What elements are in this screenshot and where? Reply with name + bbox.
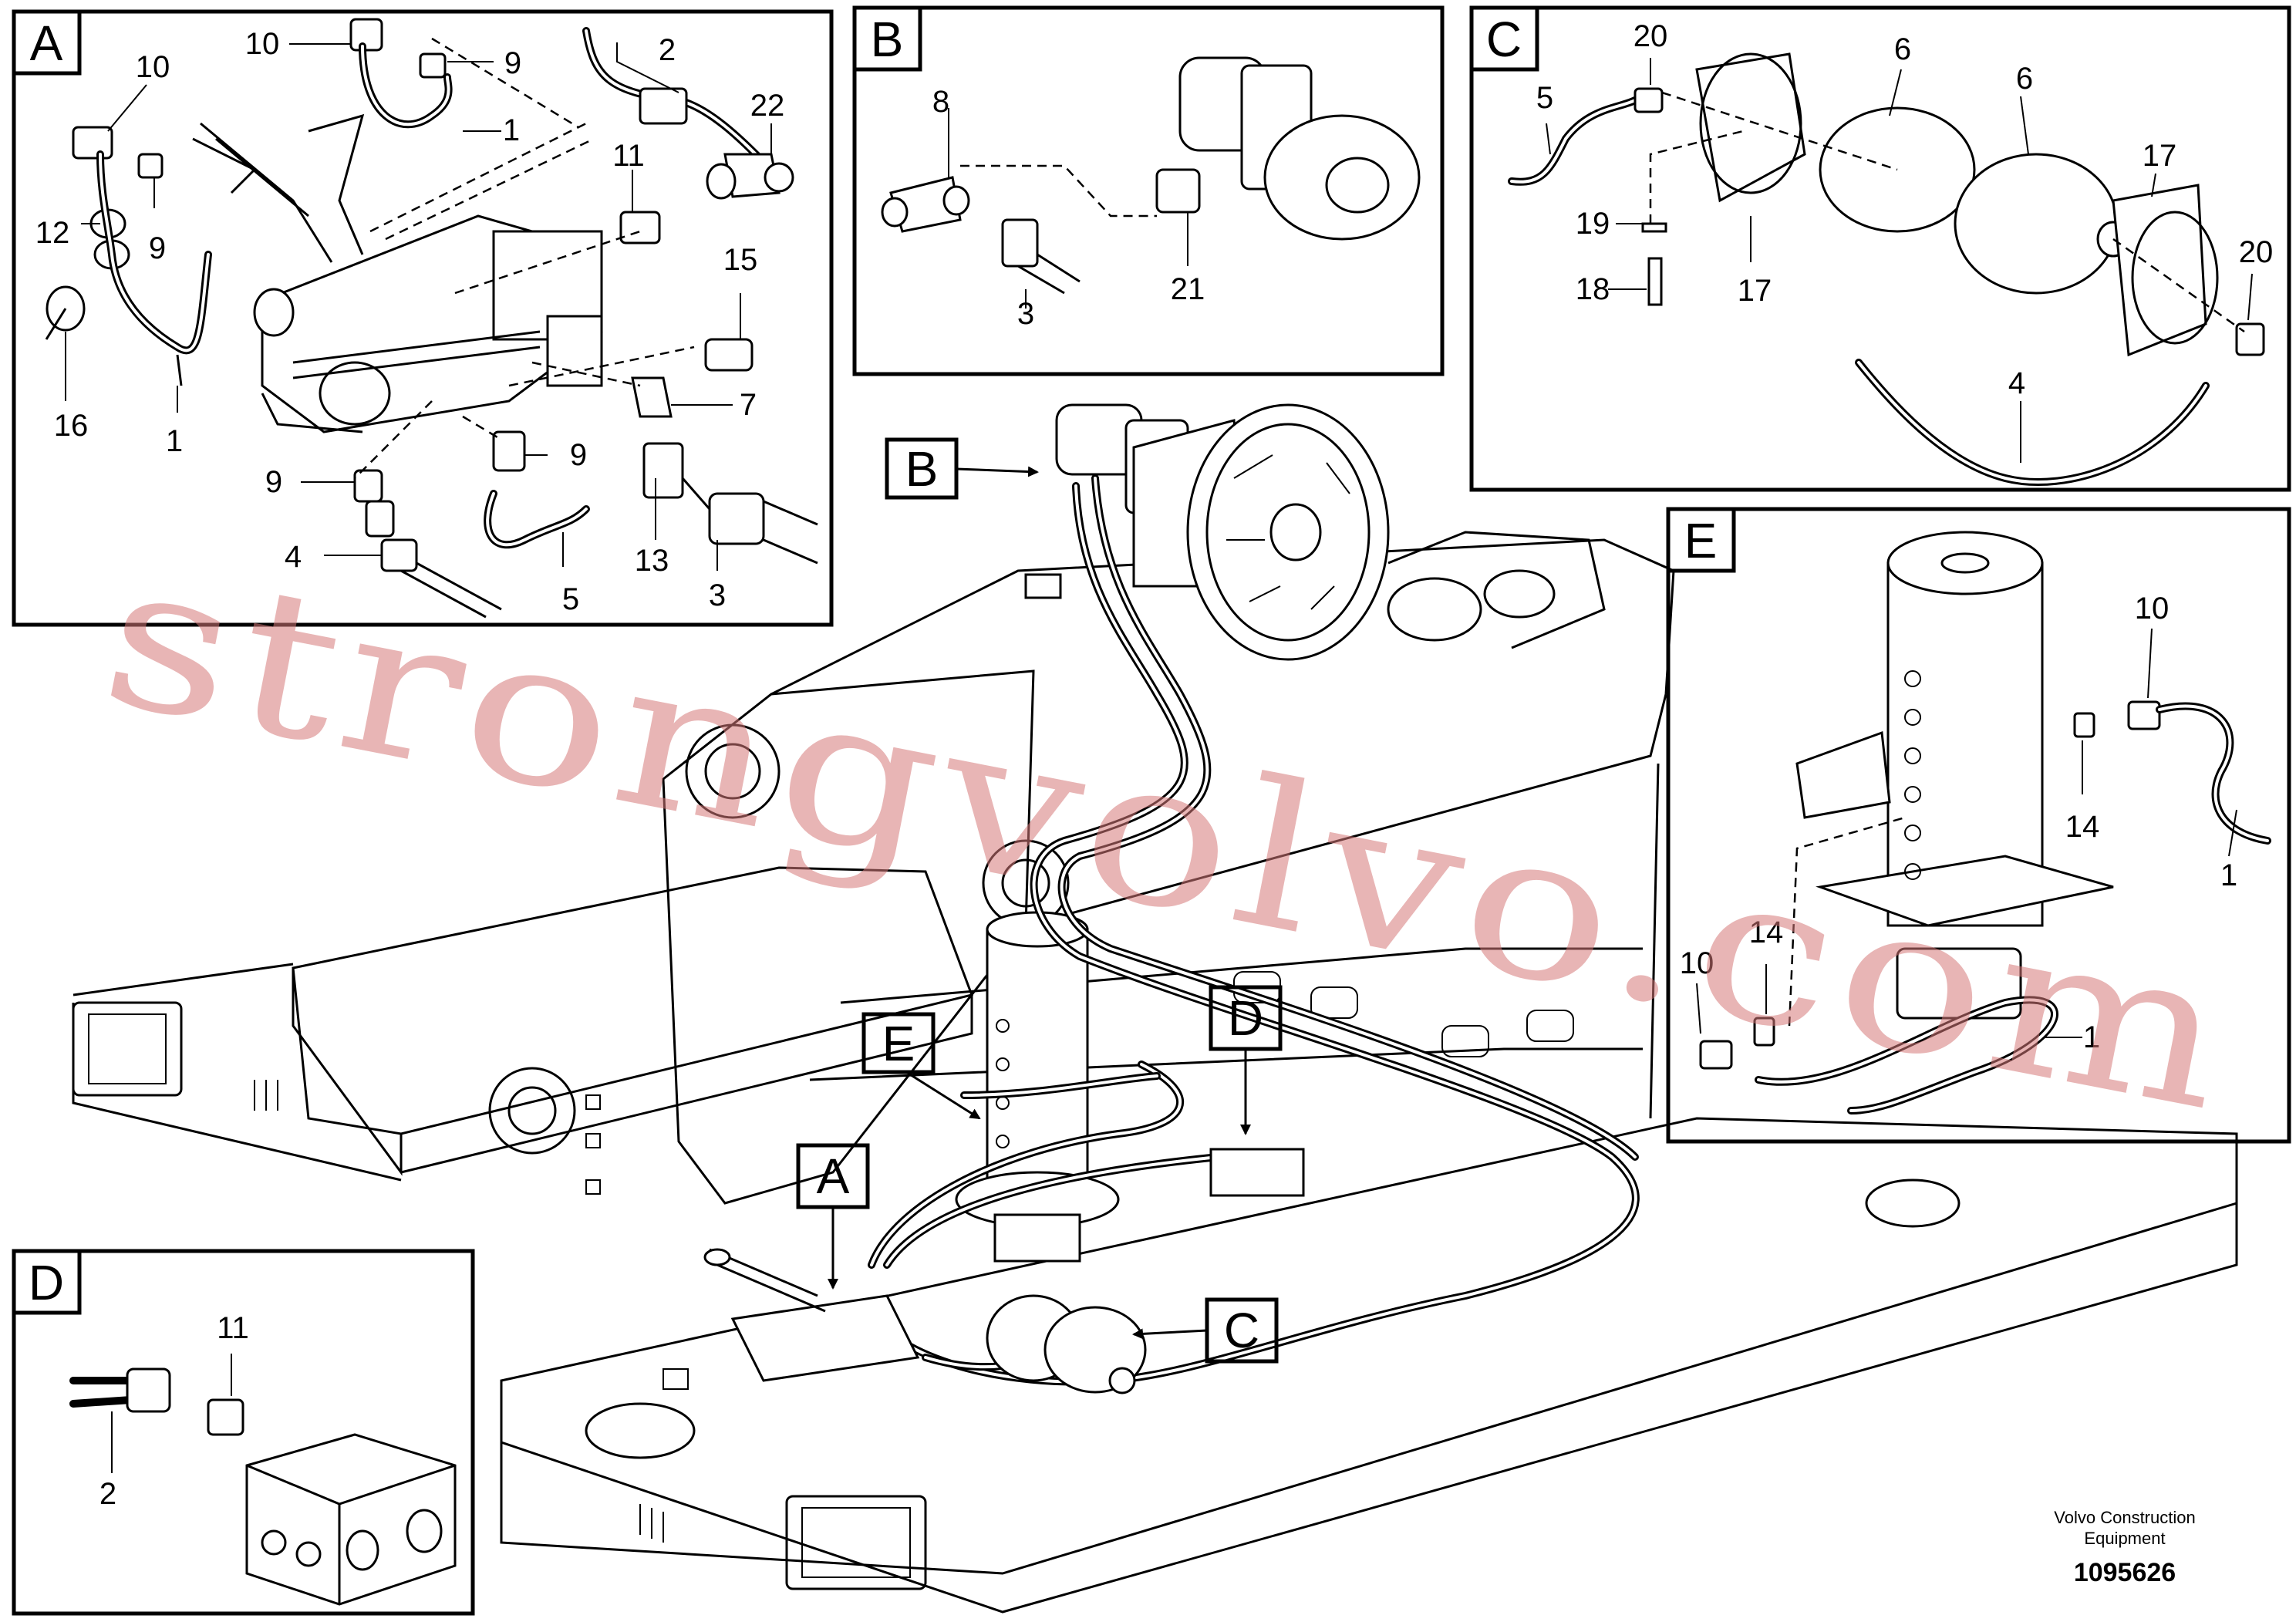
part-label: 5 — [562, 582, 579, 616]
main-callout-E: E — [861, 1012, 981, 1120]
part-label: 14 — [2065, 810, 2100, 844]
main-swivel-joint — [955, 911, 1120, 1263]
undercarriage-frame — [72, 531, 2238, 1614]
part-label: 2 — [99, 1477, 116, 1511]
main-valve-block — [1209, 1148, 1305, 1197]
callout-letter: C — [1224, 1303, 1259, 1358]
part-label: 15 — [723, 243, 758, 277]
callout-letter: B — [905, 441, 939, 497]
part-label: 2 — [659, 33, 676, 67]
part-label: 13 — [635, 544, 669, 578]
part-label: 1 — [503, 113, 520, 147]
detail-panel-a: A — [12, 9, 834, 627]
main-callout-A: A — [796, 1143, 870, 1290]
part-label: 9 — [570, 438, 587, 472]
panel-d-letter: D — [29, 1255, 64, 1310]
callout-letter: E — [882, 1016, 915, 1071]
part-label: 1 — [166, 424, 183, 458]
main-callout-C: C — [1132, 1297, 1279, 1364]
main-callout-D: D — [1209, 985, 1283, 1135]
part-label: 4 — [285, 540, 302, 574]
part-label: 3 — [709, 578, 726, 612]
part-label: 1 — [2220, 858, 2237, 892]
callout-letter: A — [817, 1148, 850, 1204]
detail-panel-c: C 20 5 6 6 17 19 18 17 20 — [1469, 5, 2291, 492]
company-name-line1: Volvo Construction — [2054, 1508, 2195, 1527]
callout-letter: D — [1228, 990, 1263, 1046]
drawing-number: 1095626 — [2074, 1558, 2176, 1587]
part-label: 21 — [1171, 272, 1205, 306]
panel-c-letter: C — [1486, 12, 1522, 67]
part-label: 20 — [1633, 19, 1668, 53]
part-label: 9 — [265, 465, 282, 499]
part-label: 11 — [217, 1311, 249, 1345]
part-label: 4 — [2008, 366, 2025, 400]
part-label: 11 — [612, 139, 645, 173]
part-label: 3 — [1017, 297, 1034, 331]
panel-e-letter: E — [1684, 513, 1718, 568]
panel-b-letter: B — [871, 12, 904, 67]
drawing-footer: Volvo Construction Equipment 1095626 — [2054, 1508, 2195, 1587]
part-label: 10 — [245, 27, 280, 61]
part-label: 9 — [504, 46, 521, 80]
part-label: 17 — [2143, 139, 2177, 173]
main-accumulators — [986, 1294, 1147, 1394]
company-name-line2: Equipment — [2084, 1529, 2165, 1548]
part-label: 1 — [2083, 1020, 2100, 1054]
main-pump-assembly — [1024, 403, 1390, 661]
part-label: 6 — [2016, 62, 2033, 96]
part-label: 14 — [1749, 916, 1784, 949]
detail-panel-b: B 8 3 21 — [852, 5, 1445, 376]
part-label: 6 — [1894, 32, 1911, 66]
detail-panel-e: E 10 14 1 10 14 1 — [1666, 507, 2291, 1144]
part-label: 16 — [54, 409, 89, 443]
part-label: 7 — [740, 388, 757, 422]
main-machine-drawing — [72, 403, 2238, 1614]
part-label: 20 — [2239, 235, 2274, 269]
part-label: 5 — [1536, 81, 1553, 115]
main-callout-B: B — [885, 437, 1039, 500]
part-label: 18 — [1576, 272, 1610, 306]
panel-a-letter: A — [30, 15, 63, 71]
part-label: 22 — [750, 89, 785, 123]
part-label: 10 — [1680, 946, 1714, 980]
main-brake-valve — [703, 1248, 920, 1382]
part-label: 10 — [136, 50, 170, 84]
detail-panel-d: D 11 2 — [12, 1249, 475, 1616]
part-label: 12 — [35, 216, 70, 250]
part-label: 9 — [149, 231, 166, 265]
part-label: 19 — [1576, 207, 1610, 241]
part-label: 8 — [932, 85, 949, 119]
part-label: 17 — [1738, 274, 1772, 308]
part-label: 10 — [2135, 592, 2170, 626]
